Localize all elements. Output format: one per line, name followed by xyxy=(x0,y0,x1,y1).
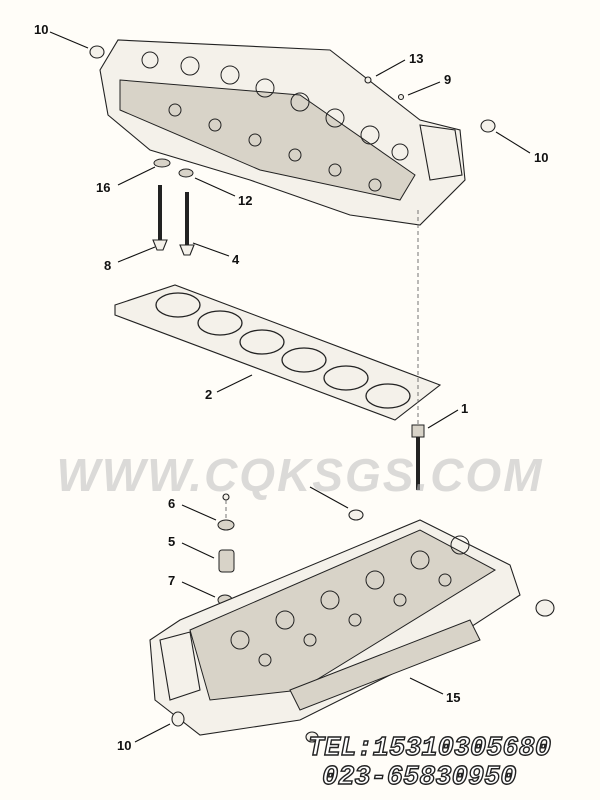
callout-13: 13 xyxy=(409,51,423,66)
seal-10-top-right xyxy=(480,119,496,133)
valve-seal-16 xyxy=(153,158,171,168)
seal-10-bottom xyxy=(171,711,185,727)
callout-7: 7 xyxy=(168,573,175,588)
callout-16: 16 xyxy=(96,180,110,195)
callout-12: 12 xyxy=(238,193,252,208)
o-ring-11 xyxy=(348,509,364,521)
seal-10-top-left xyxy=(89,45,105,59)
valve-4 xyxy=(179,192,195,256)
valve-8 xyxy=(152,185,168,251)
retainer-6 xyxy=(217,519,235,531)
callout-8: 8 xyxy=(104,258,111,273)
callout-2: 2 xyxy=(205,387,212,402)
callout-9: 9 xyxy=(444,72,451,87)
plug-13 xyxy=(364,76,372,84)
plug-9 xyxy=(397,93,405,101)
seal-lower-end xyxy=(305,731,319,743)
callout-5: 5 xyxy=(168,534,175,549)
callout-10-top-right: 10 xyxy=(534,150,548,165)
upper-cylinder-head xyxy=(99,39,466,226)
callout-15: 15 xyxy=(446,690,460,705)
callout-10-top-left: 10 xyxy=(34,22,48,37)
head-gasket-2 xyxy=(114,284,442,421)
valve-seal-12 xyxy=(178,168,194,178)
callout-10-bottom: 10 xyxy=(117,738,131,753)
callout-4: 4 xyxy=(232,252,240,267)
seal-10-right xyxy=(535,599,555,617)
callout-1: 1 xyxy=(461,401,468,416)
spring-5 xyxy=(218,549,235,573)
contact-tel: TEL:15310305680 xyxy=(307,733,552,764)
head-bolt-1 xyxy=(411,424,425,490)
lower-cylinder-head xyxy=(149,519,521,736)
contact-phone: 023-65830950 xyxy=(321,762,517,793)
callout-6: 6 xyxy=(168,496,175,511)
watermark: WWW.CQKSGS.COM xyxy=(56,449,544,501)
